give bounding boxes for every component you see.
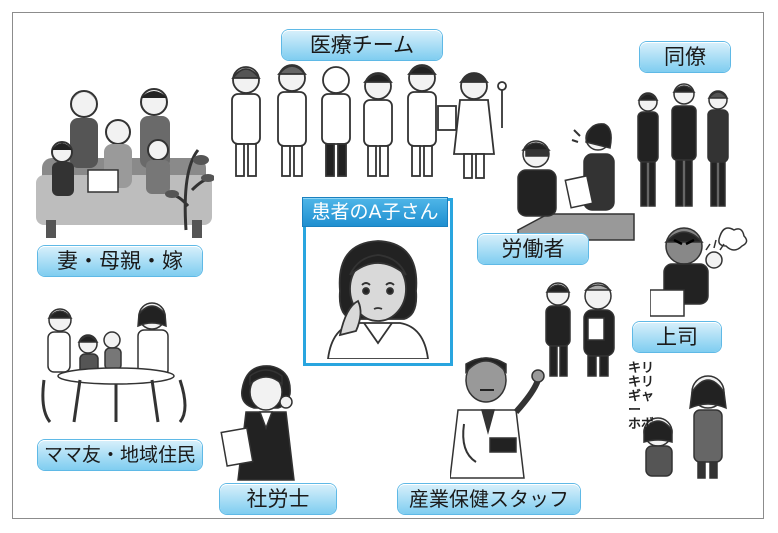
angry-boss-icon [650,220,750,320]
workers-meeting-icon [508,118,638,243]
coworkers-icon [634,80,734,212]
colleague-label: 同僚 [640,42,730,72]
occupational-health-label: 産業保健スタッフ [398,484,580,514]
patient-woman-icon [327,240,429,359]
mothers-cafe-icon [40,300,192,430]
patient-box: 患者のA子さん [303,198,453,366]
labor-consultant-icon [220,362,310,482]
family-group-icon [36,80,214,242]
family-label: 妻・母親・嫁 [38,246,202,276]
medical-team-label: 医療チーム [282,30,442,60]
patient-label: 患者のA子さん [303,198,447,226]
worker-label: 労働者 [478,234,588,264]
medical-staff-icon [218,58,518,184]
boss-label: 上司 [633,322,721,352]
health-staff-icon [450,352,550,480]
bowing-staff-icon [538,278,628,378]
mama-friends-label: ママ友・地域住民 [38,440,202,470]
onomatopoeia-text: キリキリ ギャー ホボ [628,361,655,432]
stressed-women-icon: キリキリ ギャー ホボ [628,362,738,482]
social-insurance-label: 社労士 [220,484,336,514]
